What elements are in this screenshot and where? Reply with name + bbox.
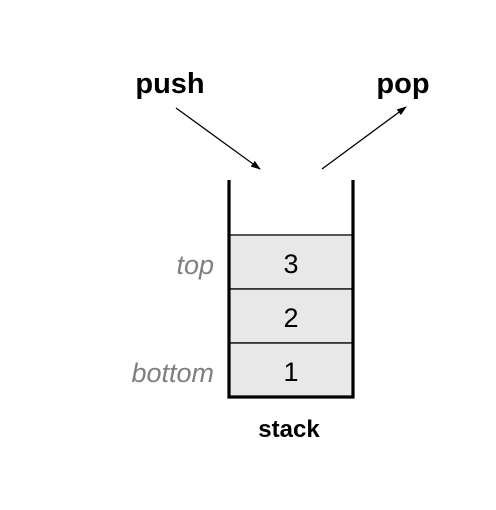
stack-cell-top bbox=[228, 234, 354, 290]
bottom-label: bottom bbox=[131, 358, 214, 388]
push-label: push bbox=[135, 68, 204, 100]
stack-cell-top-value: 3 bbox=[283, 249, 298, 279]
stack-container bbox=[227, 180, 355, 399]
stack-cell-bottom-value: 1 bbox=[283, 357, 298, 387]
stack-cells: 3 2 1 bbox=[228, 234, 354, 398]
stack-cell-bottom bbox=[228, 342, 354, 398]
stack-cell-middle-value: 2 bbox=[283, 303, 298, 333]
top-label: top bbox=[176, 250, 214, 280]
stack-cell-middle bbox=[228, 288, 354, 344]
pop-label: pop bbox=[376, 68, 429, 100]
push-arrow bbox=[175, 107, 261, 170]
stack-caption: stack bbox=[258, 416, 320, 443]
pop-arrow bbox=[321, 106, 407, 170]
